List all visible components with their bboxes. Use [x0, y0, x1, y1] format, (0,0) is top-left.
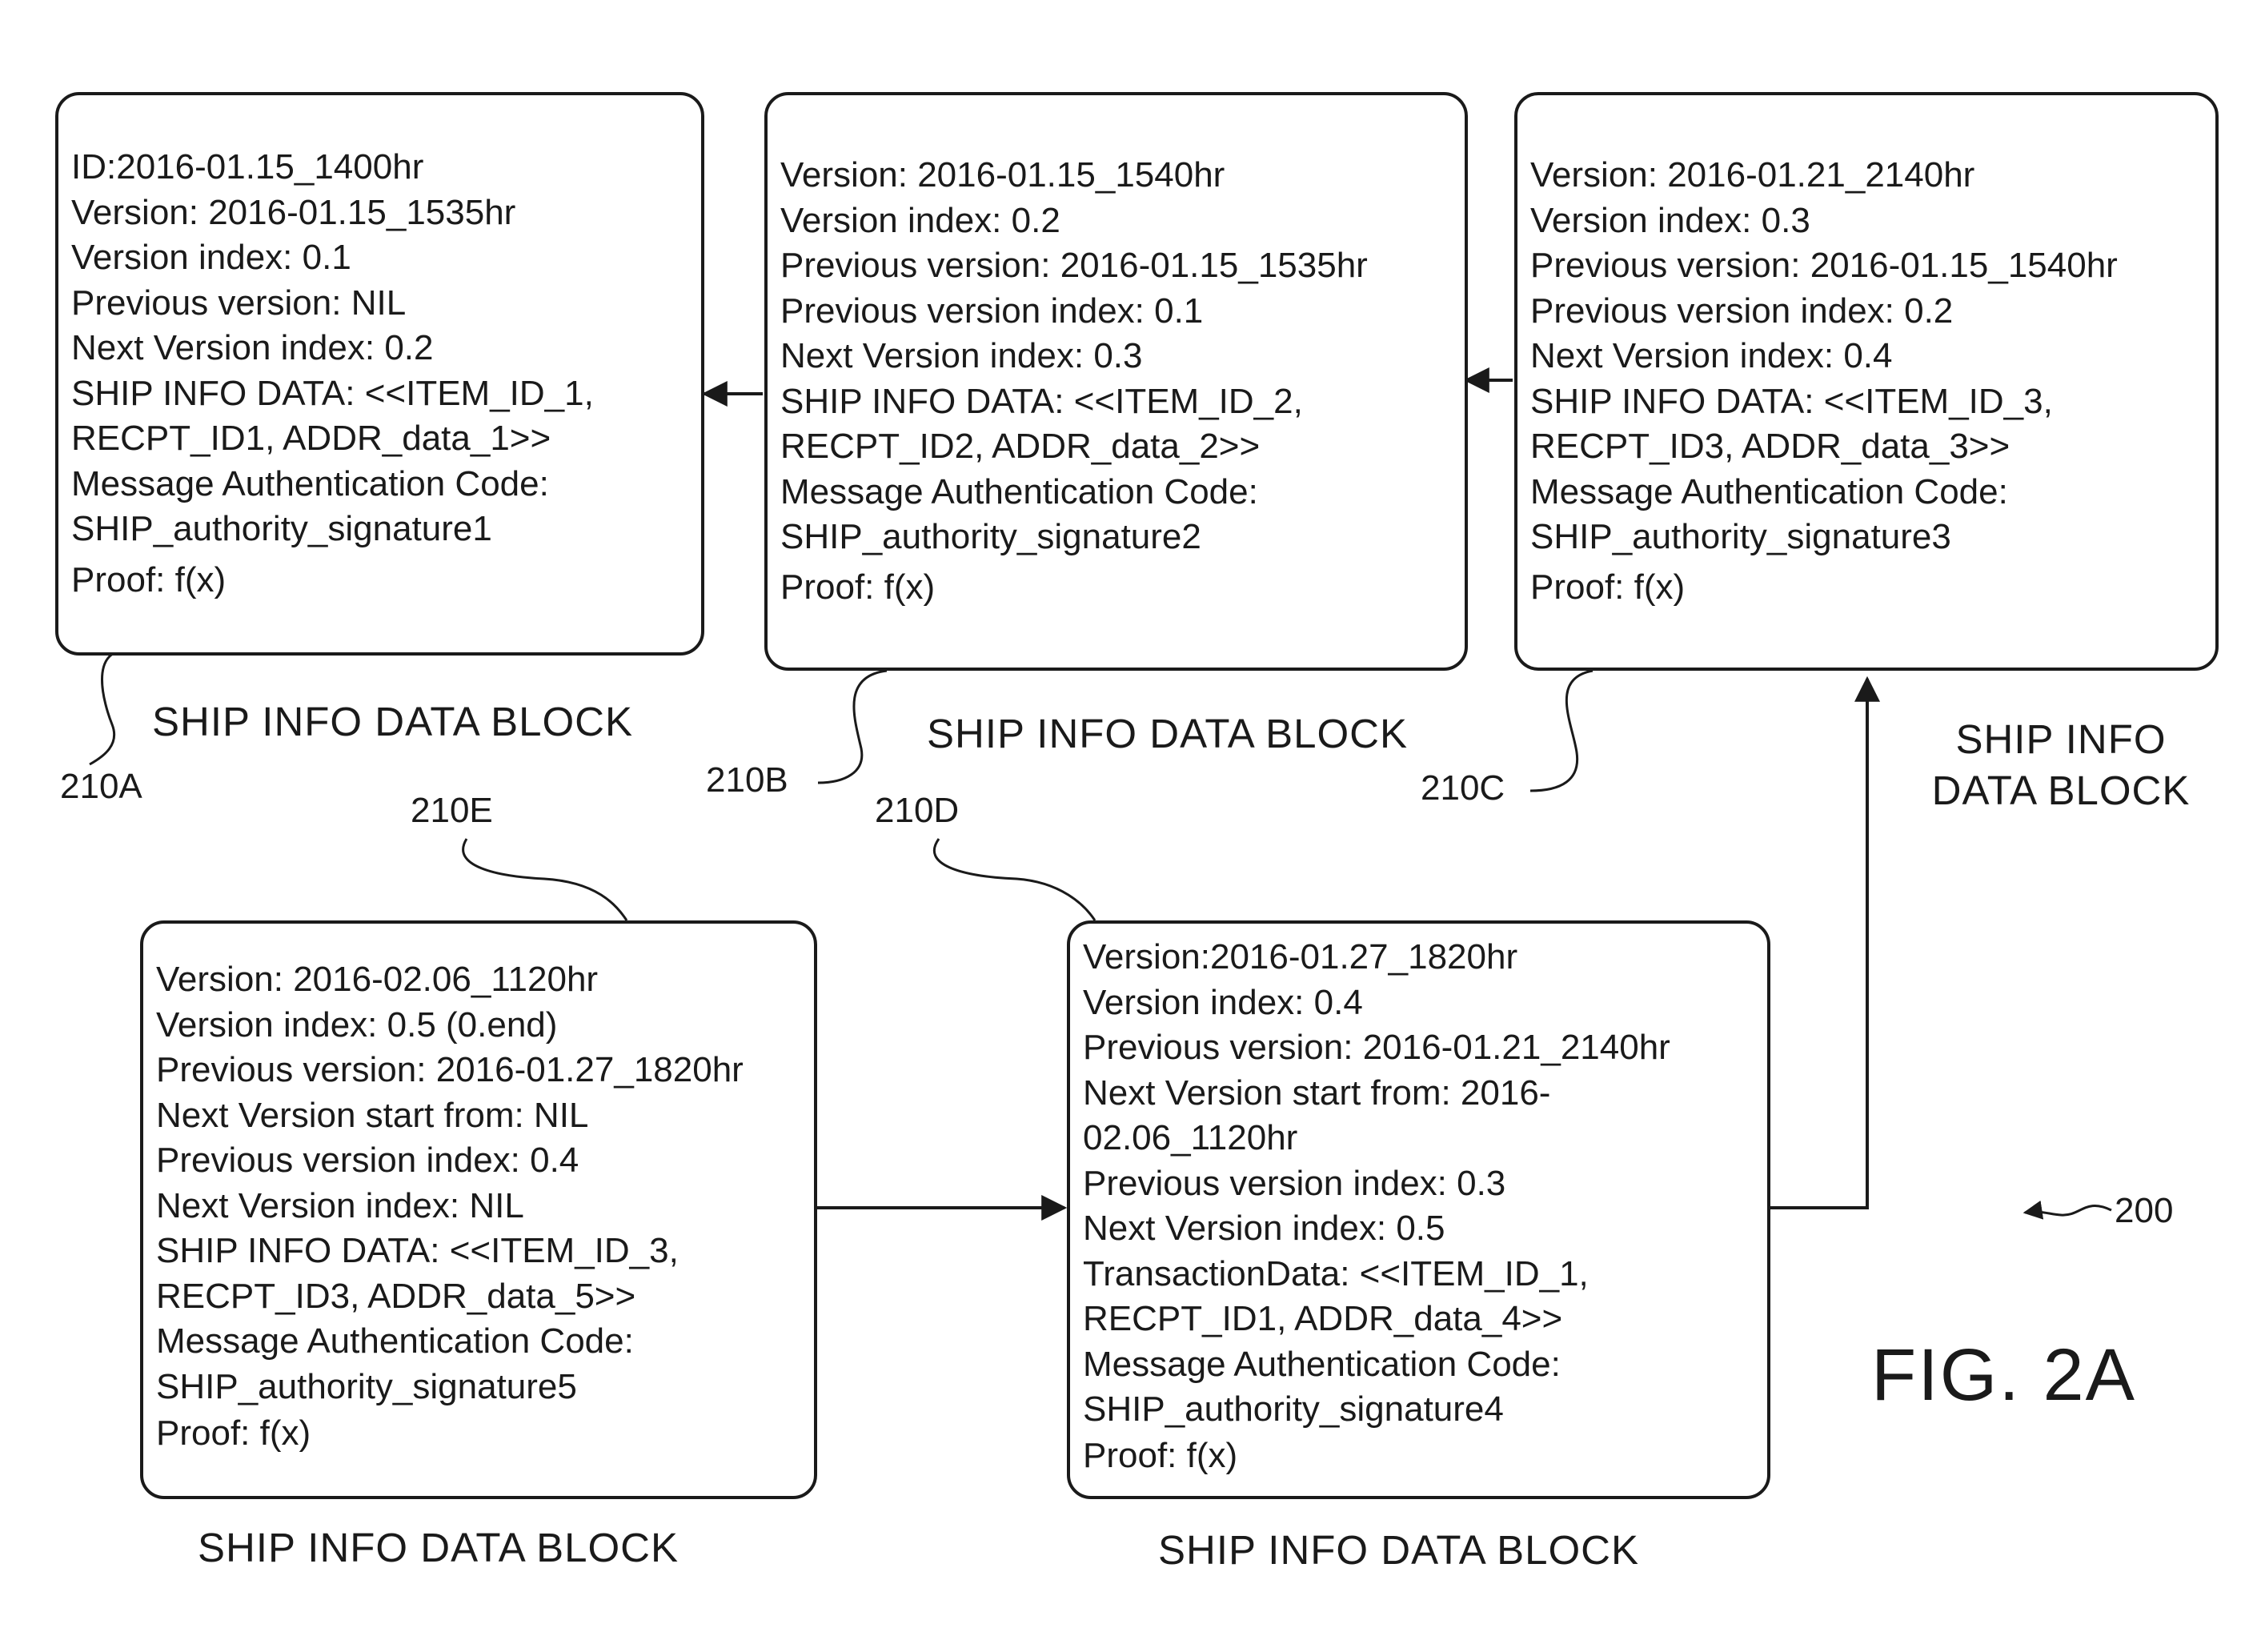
block-field: Version: 2016-01.21_2140hr — [1530, 155, 1975, 194]
leader-210a — [89, 648, 129, 766]
block-field: Previous version: 2016-01.15_1540hr — [1530, 246, 2118, 285]
block-field: Next Version index: 0.4 — [1530, 336, 1893, 375]
block-field: TransactionData: <<ITEM_ID_1, — [1083, 1253, 1589, 1293]
block-field: Version: 2016-02.06_1120hr — [156, 960, 599, 999]
block-proof: Proof: f(x) — [780, 567, 936, 607]
block-field: Version index: 0.1 — [71, 238, 351, 277]
figure-label: FIG. 2A — [1871, 1334, 2136, 1416]
leader-210c — [1529, 669, 1594, 792]
block-field: SHIP_authority_signature5 — [156, 1366, 577, 1406]
block-field: Version index: 0.3 — [1530, 200, 1810, 240]
ref-210b: 210B — [706, 760, 788, 800]
block-field: RECPT_ID1, ADDR_data_4>> — [1083, 1299, 1563, 1338]
block-field: Next Version index: 0.2 — [71, 328, 434, 367]
block-field: SHIP_authority_signature2 — [780, 517, 1201, 556]
block-proof: Proof: f(x) — [71, 560, 227, 599]
block-field: Previous version index: 0.3 — [1083, 1163, 1506, 1203]
ship-info-data-block-210e: Version: 2016-02.06_1120hr Version index… — [140, 920, 817, 1499]
block-field: Version index: 0.2 — [780, 200, 1060, 240]
block-field: Previous version: 2016-01.15_1535hr — [780, 246, 1368, 285]
block-field: Message Authentication Code: — [1083, 1344, 1561, 1384]
caption-block-210b: SHIP INFO DATA BLOCK — [927, 711, 1408, 756]
caption-block-210a: SHIP INFO DATA BLOCK — [152, 699, 633, 744]
block-proof: Proof: f(x) — [156, 1413, 311, 1453]
block-field: Message Authentication Code: — [780, 471, 1258, 511]
block-field: Version index: 0.4 — [1083, 982, 1363, 1022]
block-field: Previous version index: 0.1 — [780, 291, 1204, 331]
block-field: SHIP_authority_signature4 — [1083, 1389, 1504, 1429]
block-field: ID:2016-01.15_1400hr — [71, 147, 424, 186]
block-field: Previous version: 2016-01.27_1820hr — [156, 1050, 744, 1089]
block-field: Version:2016-01.27_1820hr — [1083, 937, 1518, 976]
block-210b-fields: Version: 2016-01.15_1540hr Version index… — [780, 153, 1368, 560]
caption-block-210e: SHIP INFO DATA BLOCK — [198, 1525, 679, 1570]
ship-info-data-block-210b: Version: 2016-01.15_1540hr Version index… — [764, 92, 1468, 671]
caption-block-210c: SHIP INFO DATA BLOCK — [1917, 714, 2205, 816]
block-field: Previous version index: 0.4 — [156, 1141, 579, 1180]
block-field: RECPT_ID2, ADDR_data_2>> — [780, 427, 1261, 466]
block-field: Version: 2016-01.15_1535hr — [71, 192, 516, 232]
block-field: RECPT_ID3, ADDR_data_5>> — [156, 1276, 636, 1316]
block-field: Previous version: 2016-01.21_2140hr — [1083, 1028, 1670, 1067]
block-field: Next Version index: NIL — [156, 1185, 524, 1225]
block-field: SHIP_authority_signature1 — [71, 509, 492, 548]
block-field: Previous version: NIL — [71, 283, 407, 323]
ship-info-data-block-210d: Version:2016-01.27_1820hr Version index:… — [1067, 920, 1770, 1499]
block-field: 02.06_1120hr — [1083, 1118, 1298, 1157]
ref-210e: 210E — [411, 791, 493, 830]
caption-line: SHIP INFO — [1955, 716, 2167, 762]
ref-200: 200 — [2115, 1191, 2174, 1230]
block-field: SHIP INFO DATA: <<ITEM_ID_3, — [156, 1231, 679, 1270]
block-field: Version index: 0.5 (0.end) — [156, 1004, 558, 1045]
block-210a-fields: ID:2016-01.15_1400hr Version: 2016-01.15… — [71, 145, 594, 552]
block-field: SHIP INFO DATA: <<ITEM_ID_2, — [780, 381, 1303, 421]
ref-210c: 210C — [1421, 768, 1505, 808]
block-field: Next Version index: 0.5 — [1083, 1209, 1445, 1248]
block-field: Message Authentication Code: — [156, 1321, 634, 1361]
block-field: Previous version index: 0.2 — [1530, 291, 1954, 331]
ship-info-data-block-210c: Version: 2016-01.21_2140hr Version index… — [1514, 92, 2219, 671]
block-field: RECPT_ID1, ADDR_data_1>> — [71, 419, 551, 458]
arrow-d-to-c — [1769, 676, 1880, 1209]
block-field: RECPT_ID3, ADDR_data_3>> — [1530, 427, 2010, 466]
block-field: SHIP_authority_signature3 — [1530, 517, 1951, 556]
block-field: Message Authentication Code: — [71, 463, 549, 503]
block-field: Next Version start from: 2016- — [1083, 1073, 1551, 1113]
ref-210d: 210D — [875, 791, 960, 830]
leader-210b — [817, 669, 888, 784]
caption-line: DATA BLOCK — [1931, 768, 2191, 813]
block-proof: Proof: f(x) — [1530, 567, 1686, 607]
block-210d-fields: Version:2016-01.27_1820hr Version index:… — [1083, 935, 1670, 1433]
leader-210e — [462, 838, 628, 921]
block-field: Next Version index: 0.3 — [780, 336, 1143, 375]
leader-210d — [932, 838, 1096, 921]
block-210e-fields: Version: 2016-02.06_1120hr Version index… — [156, 957, 744, 1409]
block-proof: Proof: f(x) — [1083, 1436, 1238, 1475]
leader-200 — [2022, 1200, 2112, 1220]
block-210c-fields: Version: 2016-01.21_2140hr Version index… — [1530, 153, 2118, 560]
block-field: Next Version start from: NIL — [156, 1095, 589, 1135]
caption-block-210d: SHIP INFO DATA BLOCK — [1158, 1527, 1639, 1573]
ref-210a: 210A — [60, 767, 142, 806]
block-field: Version: 2016-01.15_1540hr — [780, 155, 1225, 194]
ship-info-data-block-210a: ID:2016-01.15_1400hr Version: 2016-01.15… — [55, 92, 704, 656]
block-field: SHIP INFO DATA: <<ITEM_ID_1, — [71, 373, 594, 413]
block-field: Message Authentication Code: — [1530, 471, 2008, 511]
block-field: SHIP INFO DATA: <<ITEM_ID_3, — [1530, 381, 2053, 421]
